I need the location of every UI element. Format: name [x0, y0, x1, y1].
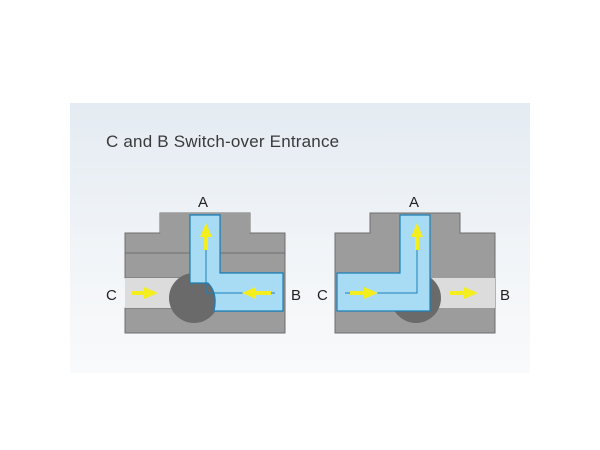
arrow-up-icon: [411, 223, 423, 250]
arrow-left-icon: [242, 287, 271, 299]
diagram-panel: C and B Switch-over Entrance: [70, 103, 530, 373]
port-label-c: C: [106, 287, 117, 304]
arrow-left-icon: [350, 287, 378, 299]
flow-channel: [336, 214, 431, 312]
valve-diagram-1: A C B: [106, 194, 301, 334]
port-label-a: A: [409, 194, 419, 211]
diagram-title: C and B Switch-over Entrance: [106, 132, 340, 151]
port-label-b: B: [291, 287, 301, 304]
port-label-a: A: [198, 194, 208, 211]
port-label-c: C: [317, 287, 328, 304]
valve-diagram-2: A C B: [317, 194, 510, 334]
arrow-up-icon: [200, 223, 212, 250]
arrow-right-icon: [132, 287, 158, 299]
port-label-b: B: [500, 287, 510, 304]
arrow-right-icon: [450, 287, 478, 299]
